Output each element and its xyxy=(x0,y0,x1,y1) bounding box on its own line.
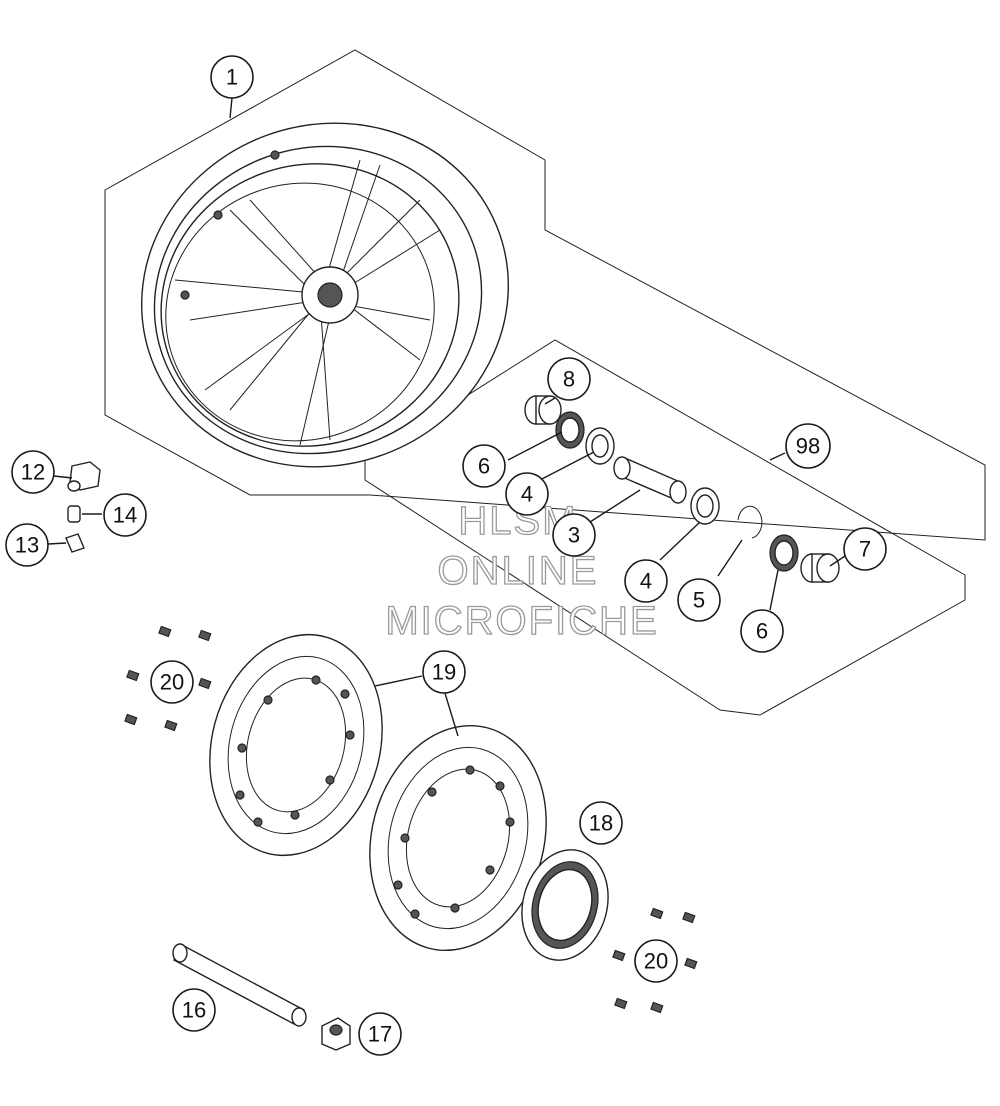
callout-8[interactable]: 8 xyxy=(547,357,591,401)
callout-6-lower-label: 6 xyxy=(756,619,768,644)
callout-4-lower-label: 4 xyxy=(640,569,652,594)
callout-14[interactable]: 14 xyxy=(103,493,147,537)
callout-7[interactable]: 7 xyxy=(843,527,887,571)
callout-20-right-label: 20 xyxy=(644,949,668,974)
callout-20-left[interactable]: 20 xyxy=(150,660,194,704)
callout-3-label: 3 xyxy=(568,523,580,548)
callout-5-label: 5 xyxy=(693,588,705,613)
callout-4-upper-label: 4 xyxy=(521,482,533,507)
callout-6-lower[interactable]: 6 xyxy=(740,609,784,653)
callout-17-label: 17 xyxy=(368,1022,392,1047)
leader-lines xyxy=(47,97,846,737)
front-wheel xyxy=(140,122,510,468)
watermark: HLSM ONLINE MICROFICHE xyxy=(385,498,658,643)
collar-nut-17 xyxy=(321,1017,351,1051)
callout-98-label: 98 xyxy=(796,434,820,459)
callout-6-upper[interactable]: 6 xyxy=(462,444,506,488)
callout-4-upper[interactable]: 4 xyxy=(505,472,549,516)
brake-disc-19-right xyxy=(369,724,547,952)
callout-18[interactable]: 18 xyxy=(579,801,623,845)
valve-cap-12 xyxy=(67,461,101,492)
callout-20-left-label: 20 xyxy=(160,670,184,695)
bearing-4-lower xyxy=(690,487,720,525)
bearing-4-upper xyxy=(585,427,615,465)
spacer-tube-3 xyxy=(613,456,687,504)
brake-disc-19-left xyxy=(209,633,383,857)
sleeve-7 xyxy=(800,553,840,583)
callout-3[interactable]: 3 xyxy=(552,513,596,557)
callout-6-upper-label: 6 xyxy=(478,454,490,479)
callout-13-label: 13 xyxy=(15,533,39,558)
callout-8-label: 8 xyxy=(563,367,575,392)
callout-19[interactable]: 19 xyxy=(422,650,466,694)
callout-18-label: 18 xyxy=(589,811,613,836)
wheel-spindle-16 xyxy=(172,943,307,1027)
callout-4-lower[interactable]: 4 xyxy=(624,559,668,603)
shaft-seal-6-upper xyxy=(555,411,585,449)
callout-12[interactable]: 12 xyxy=(11,450,55,494)
bolts-20-left xyxy=(124,625,212,732)
callout-7-label: 7 xyxy=(859,537,871,562)
abs-sensor-ring-18 xyxy=(521,849,609,961)
wheel-group-outline xyxy=(104,49,986,541)
kit-98-outline xyxy=(364,339,966,716)
callout-14-label: 14 xyxy=(113,503,137,528)
callout-98[interactable]: 98 xyxy=(785,423,831,469)
callout-20-right[interactable]: 20 xyxy=(634,939,678,983)
callout-5[interactable]: 5 xyxy=(677,578,721,622)
callout-17[interactable]: 17 xyxy=(358,1012,402,1056)
shaft-seal-6-lower xyxy=(769,534,799,572)
callout-1[interactable]: 1 xyxy=(210,55,254,99)
callout-16[interactable]: 16 xyxy=(172,988,216,1032)
sleeve-8 xyxy=(524,395,562,425)
callout-13[interactable]: 13 xyxy=(5,523,49,567)
watermark-line-3: MICROFICHE xyxy=(385,599,658,643)
valve-nut-14 xyxy=(67,505,81,523)
callout-19-label: 19 xyxy=(432,660,456,685)
valve-13 xyxy=(65,533,85,553)
callout-12-label: 12 xyxy=(21,460,45,485)
callout-16-label: 16 xyxy=(182,998,206,1023)
callout-1-label: 1 xyxy=(226,65,238,90)
circlip-5 xyxy=(737,505,763,539)
bolts-20-right xyxy=(612,907,698,1014)
